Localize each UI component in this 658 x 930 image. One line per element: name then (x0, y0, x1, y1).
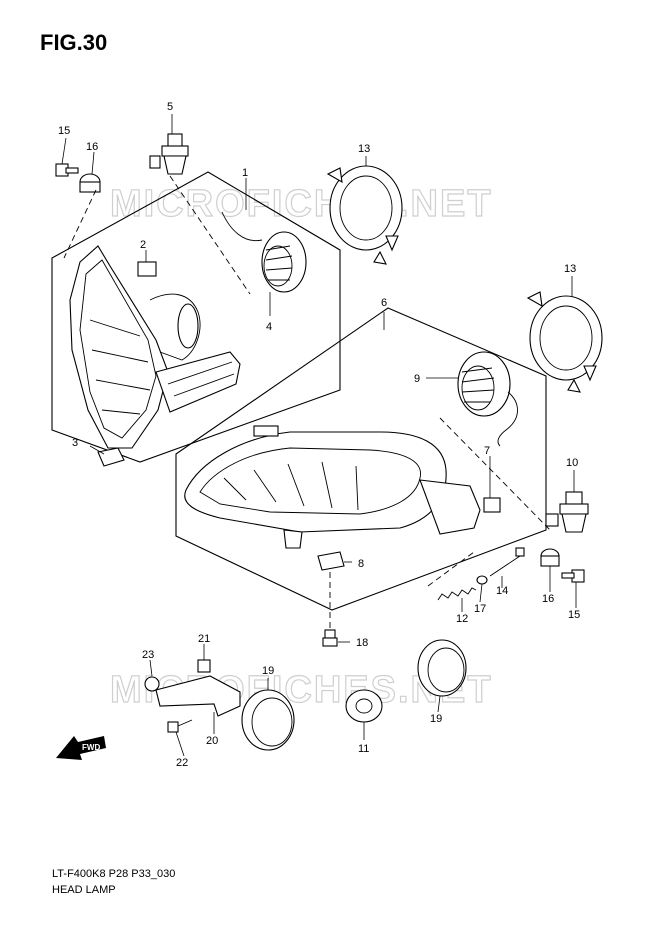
headlamp-housing-1 (69, 245, 241, 449)
dashed-guide-bulb-5 (169, 175, 251, 295)
screw-15a (55, 163, 79, 177)
callout-22: 22 (176, 757, 188, 769)
fwd-arrow-icon: FWD (56, 736, 106, 760)
callout-23: 23 (142, 649, 154, 661)
callout-2: 2 (140, 239, 146, 251)
dashed-guide-adjuster (427, 551, 475, 587)
nut-8 (317, 551, 345, 571)
screw-22 (167, 719, 193, 733)
callout-10: 10 (566, 457, 578, 469)
figure-title: FIG.30 (40, 30, 108, 55)
callout-8: 8 (358, 558, 364, 570)
grommet-11 (345, 689, 383, 723)
callout-17: 17 (474, 603, 486, 615)
callout-16b: 16 (542, 593, 554, 605)
headlamp-housing-6 (184, 425, 481, 549)
nut-3 (97, 447, 125, 467)
callout-11: 11 (358, 743, 369, 755)
dashed-guide-upper-left (63, 189, 97, 259)
bulb-ring-13b (526, 291, 603, 393)
washer-17 (476, 575, 488, 585)
bulb-10 (545, 491, 589, 533)
callout-16a: 16 (86, 141, 98, 153)
callout-18: 18 (356, 637, 368, 649)
callout-9: 9 (414, 373, 420, 385)
bulb-socket-9 (457, 351, 518, 447)
callout-21: 21 (198, 633, 210, 645)
callout-5: 5 (167, 101, 173, 113)
bulb-socket-4 (221, 211, 307, 293)
callout-19a: 19 (262, 665, 274, 677)
nut-23 (144, 676, 160, 692)
bulb-5 (149, 133, 189, 175)
bolt-18 (322, 629, 338, 647)
callout-19b: 19 (430, 713, 442, 725)
adjust-spring-12 (437, 587, 477, 601)
adjust-screw-14 (489, 547, 525, 577)
dashed-guide-bulb-10 (439, 417, 553, 533)
callout-3: 3 (72, 437, 78, 449)
clip-2 (137, 261, 157, 277)
frame-assembly-6 (175, 307, 547, 611)
reflector-19a (241, 689, 295, 751)
callout-6: 6 (381, 297, 387, 309)
watermark-top: MICROFICHES.NET (110, 183, 493, 225)
clip-7 (483, 497, 501, 513)
grommet-16b (540, 548, 560, 567)
callout-15b: 15 (568, 609, 580, 621)
callout-7: 7 (484, 445, 490, 457)
callout-14: 14 (496, 585, 508, 597)
callout-4: 4 (266, 321, 272, 333)
bracket-20 (155, 675, 241, 717)
reflector-19b (417, 639, 467, 697)
frame-assembly-1 (51, 171, 341, 463)
footer-diagram-code: LT-F400K8 P28 P33_030 (52, 868, 176, 880)
fwd-label: FWD (82, 743, 100, 752)
callout-1: 1 (242, 167, 248, 179)
footer-section-name: HEAD LAMP (52, 884, 116, 896)
screw-15b (561, 569, 585, 583)
callout-15a: 15 (58, 125, 70, 137)
callout-13a: 13 (358, 143, 370, 155)
nut-21 (197, 659, 211, 673)
grommet-16a (79, 173, 101, 193)
callout-12: 12 (456, 613, 468, 625)
callout-13b: 13 (564, 263, 576, 275)
callout-20: 20 (206, 735, 218, 747)
